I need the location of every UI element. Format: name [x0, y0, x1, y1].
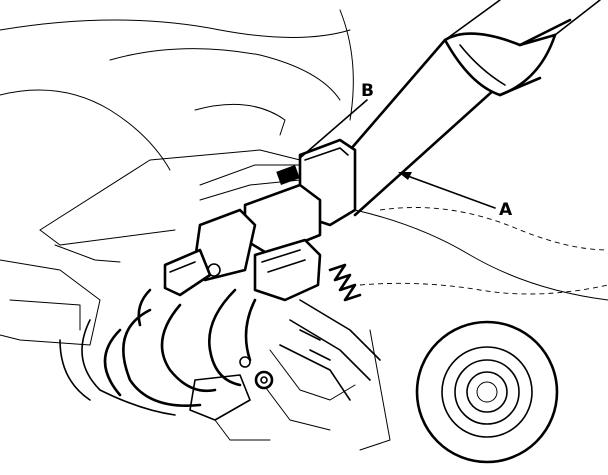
callout-a-label: A — [499, 200, 513, 220]
callout-leaders — [299, 99, 496, 209]
mounting-bracket — [189, 356, 274, 441]
callout-b-label: B — [361, 81, 374, 101]
dashboard-background — [0, 9, 608, 451]
wiring-harness — [59, 288, 257, 416]
connector-assembly — [137, 138, 357, 327]
round-component — [415, 320, 559, 464]
callout-b-leader — [299, 99, 368, 159]
spring-mechanism — [259, 263, 381, 431]
steering-column — [348, 0, 601, 217]
callout-a-arrowhead — [398, 172, 412, 180]
callout-a-leader — [404, 174, 496, 209]
